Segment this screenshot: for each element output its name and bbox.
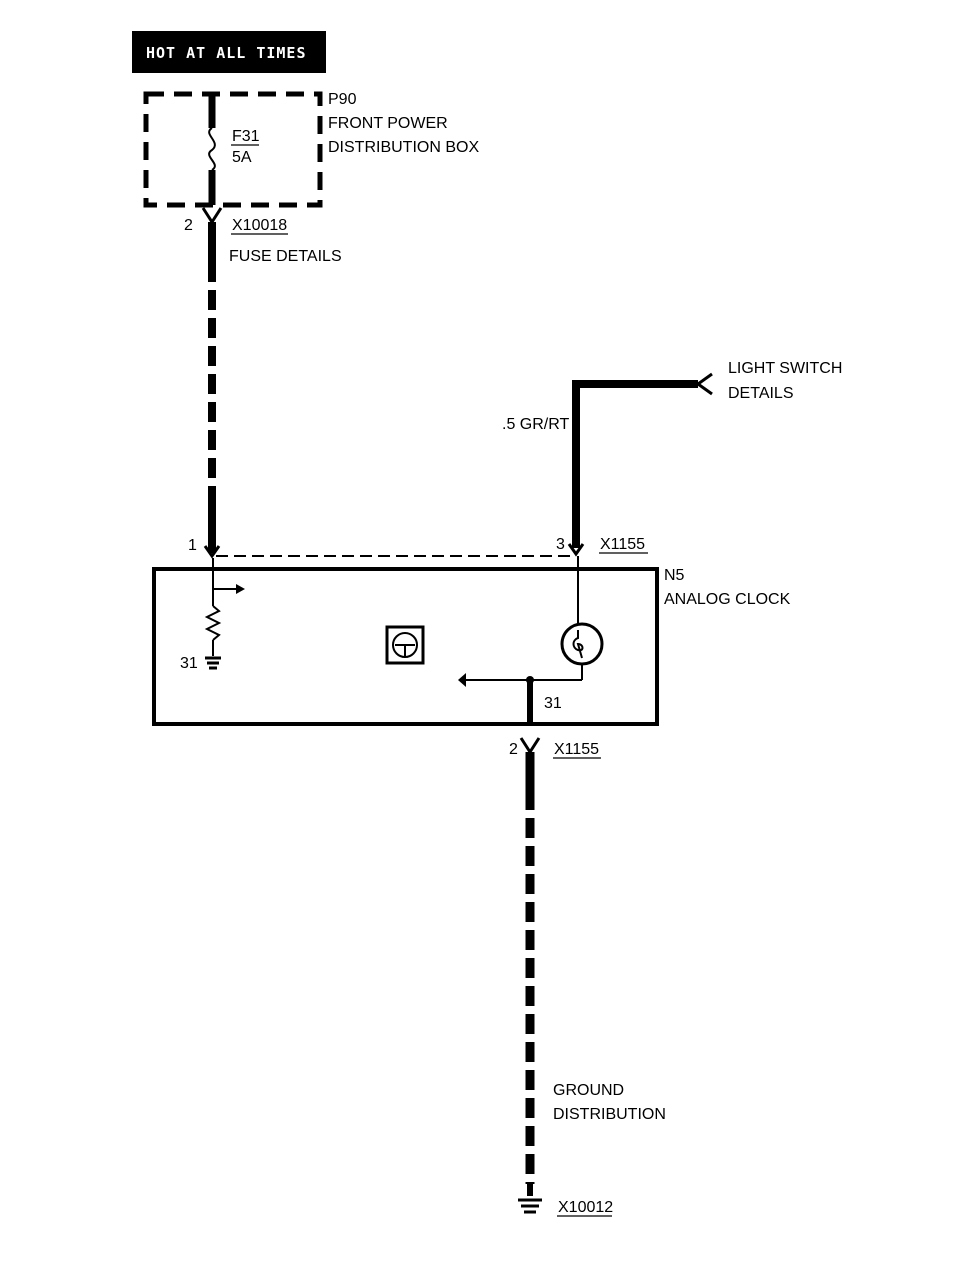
clock-pin3-connector [567, 543, 585, 557]
ground-distribution-line1: GROUND [553, 1082, 624, 1099]
connector-top-pin: 2 [184, 217, 193, 234]
clock-face-icon [385, 625, 425, 665]
lamp-icon [560, 622, 604, 666]
banner-box [132, 31, 326, 73]
fuse-symbol [208, 127, 216, 171]
resistor-symbol [204, 605, 222, 641]
clock-pin1-connector [203, 545, 221, 559]
clock-connector-id: X1155 [600, 536, 645, 553]
ground-point-icon [518, 1198, 542, 1214]
fuse-box-name-line1: FRONT POWER [328, 115, 448, 132]
connector-bottom-id: X1155 [554, 741, 599, 758]
light-switch-line2: DETAILS [728, 385, 794, 402]
connector-top-id: X10018 [232, 217, 287, 234]
clock-pin3-label: 3 [556, 536, 565, 553]
fuse-box-id: P90 [328, 91, 357, 108]
fuse-details-text: FUSE DETAILS [229, 248, 342, 265]
fuse-rating: 5A [232, 149, 252, 166]
banner-text: HOT AT ALL TIMES [146, 44, 307, 62]
analog-clock-module [152, 567, 659, 726]
fuse-box-name-line2: DISTRIBUTION BOX [328, 139, 479, 156]
internal-arrow-head [236, 584, 245, 594]
fuse-box-outline [143, 91, 323, 208]
light-switch-connector [695, 372, 713, 396]
connector-bottom-symbol [519, 737, 541, 755]
ground-distribution-line2: DISTRIBUTION [553, 1106, 666, 1123]
fuse-id: F31 [232, 128, 260, 145]
clock-id: N5 [664, 567, 685, 584]
connector-bottom-pin: 2 [509, 741, 518, 758]
ground-inner-label: 31 [544, 695, 562, 712]
internal-ground-stub [458, 673, 466, 687]
ground-left-icon [205, 656, 221, 670]
clock-name: ANALOG CLOCK [664, 591, 791, 608]
connector-top-symbol [201, 207, 223, 225]
wire-color-label: .5 GR/RT [502, 416, 570, 433]
light-switch-line1: LIGHT SWITCH [728, 360, 842, 377]
ground-point-id: X10012 [558, 1199, 613, 1216]
clock-pin1-label: 1 [188, 537, 197, 554]
ground-left-label: 31 [180, 655, 198, 672]
